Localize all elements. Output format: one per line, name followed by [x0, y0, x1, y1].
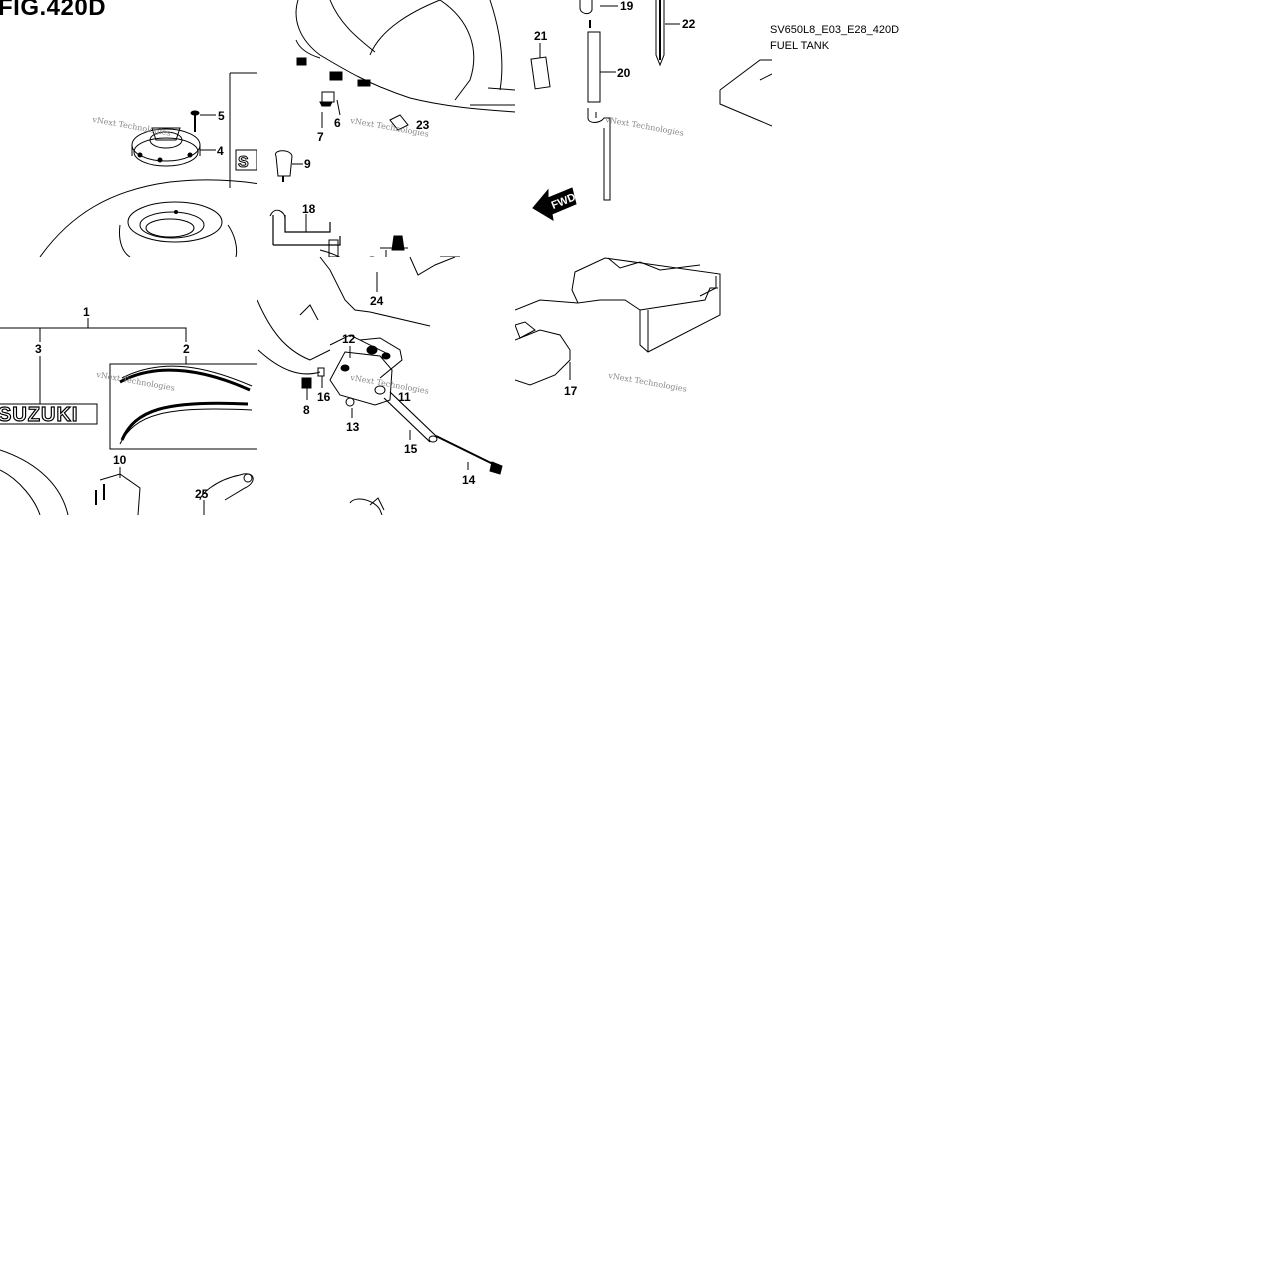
tank-rear-group	[262, 0, 515, 300]
callout-16: 16	[317, 390, 331, 404]
callout-7: 7	[317, 130, 324, 144]
heat-shield-group	[515, 258, 720, 385]
callout-14: 14	[462, 473, 476, 487]
model-code: SV650L8_E03_E28_420D	[770, 24, 900, 36]
callout-6: 6	[334, 116, 341, 130]
figure-title: FIG.420D	[0, 0, 107, 21]
callout-20: 20	[617, 66, 631, 80]
model-info: SV650L8_E03_E28_420D FUEL TANK	[770, 22, 899, 54]
callout-12: 12	[342, 332, 356, 346]
callout-11: 11	[398, 390, 411, 404]
callout-1: 1	[83, 305, 90, 319]
callout-15: 15	[404, 442, 418, 456]
callout-19: 19	[620, 0, 634, 13]
hose-group	[531, 0, 772, 200]
callout-3: 3	[35, 342, 42, 356]
logo-suzuki: SUZUKI	[0, 404, 78, 426]
callout-22: 22	[682, 17, 696, 31]
watermark-3: vNext Technologies	[604, 115, 685, 138]
callout-18: 18	[302, 202, 316, 216]
callout-25: 25	[195, 487, 209, 501]
emblem-group	[0, 318, 260, 515]
callout-4: 4	[217, 144, 224, 158]
callout-17: 17	[564, 384, 578, 398]
callout-13: 13	[346, 420, 360, 434]
callout-24: 24	[370, 294, 384, 308]
callout-5: 5	[218, 109, 225, 123]
section-name: FUEL TANK	[770, 40, 830, 52]
callout-23: 23	[416, 118, 430, 132]
callout-8: 8	[303, 403, 310, 417]
callout-9: 9	[304, 157, 311, 171]
watermark-4: vNext Technologies	[95, 370, 176, 393]
callout-2: 2	[183, 342, 190, 356]
fwd-arrow	[533, 188, 576, 220]
watermark-6: vNext Technologies	[607, 371, 688, 394]
watermark-1: vNext Technologies	[91, 115, 172, 138]
logo-partial: S	[238, 154, 249, 171]
callout-21: 21	[534, 29, 548, 43]
mount-group	[257, 257, 502, 515]
tank-top-group: S	[40, 73, 260, 257]
callout-10: 10	[113, 453, 127, 467]
